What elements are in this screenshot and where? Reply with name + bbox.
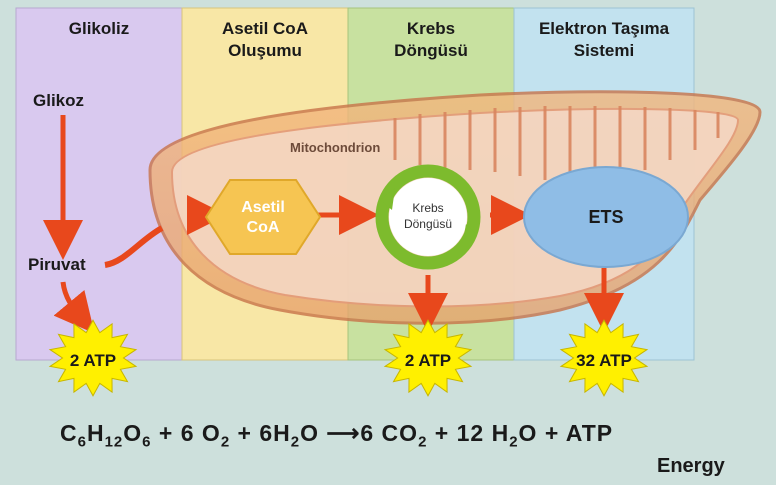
column-title-glikoliz: Glikoliz [68, 19, 130, 38]
piruvat-label: Piruvat [28, 255, 86, 274]
atp-starburst-krebs: 2 ATP [383, 319, 473, 397]
asetil-coa-hexagon [204, 179, 322, 255]
arrow-piruvat-to-atp [53, 281, 95, 334]
glikoz-label: Glikoz [33, 91, 85, 110]
cristae [393, 106, 720, 182]
respiration-equation: C6H12O6 + 6 O2 + 6H2O ⟶6 CO2 + 12 H2O + … [60, 420, 614, 451]
atp-starburst-glikoliz: 2 ATP [48, 319, 138, 397]
mitochondrion-label: Mitochondrion [290, 140, 380, 155]
krebs-cycle-ring [375, 164, 481, 270]
krebs-cycle-center [389, 178, 467, 256]
energy-label: Energy [657, 455, 725, 477]
arrow-piruvat-into-mito [104, 225, 164, 268]
krebs-cycle-arrowhead-top [380, 188, 395, 210]
atp-starburst-ets: 32 ATP [559, 319, 649, 397]
atp-label-krebs: 2 ATP [405, 351, 451, 370]
ets-ellipse [523, 166, 689, 268]
ets-label: ETS [588, 207, 623, 227]
krebs-cycle-arrowhead-bottom [462, 224, 476, 246]
atp-label-glikoliz: 2 ATP [70, 351, 116, 370]
atp-label-ets: 32 ATP [576, 351, 632, 370]
